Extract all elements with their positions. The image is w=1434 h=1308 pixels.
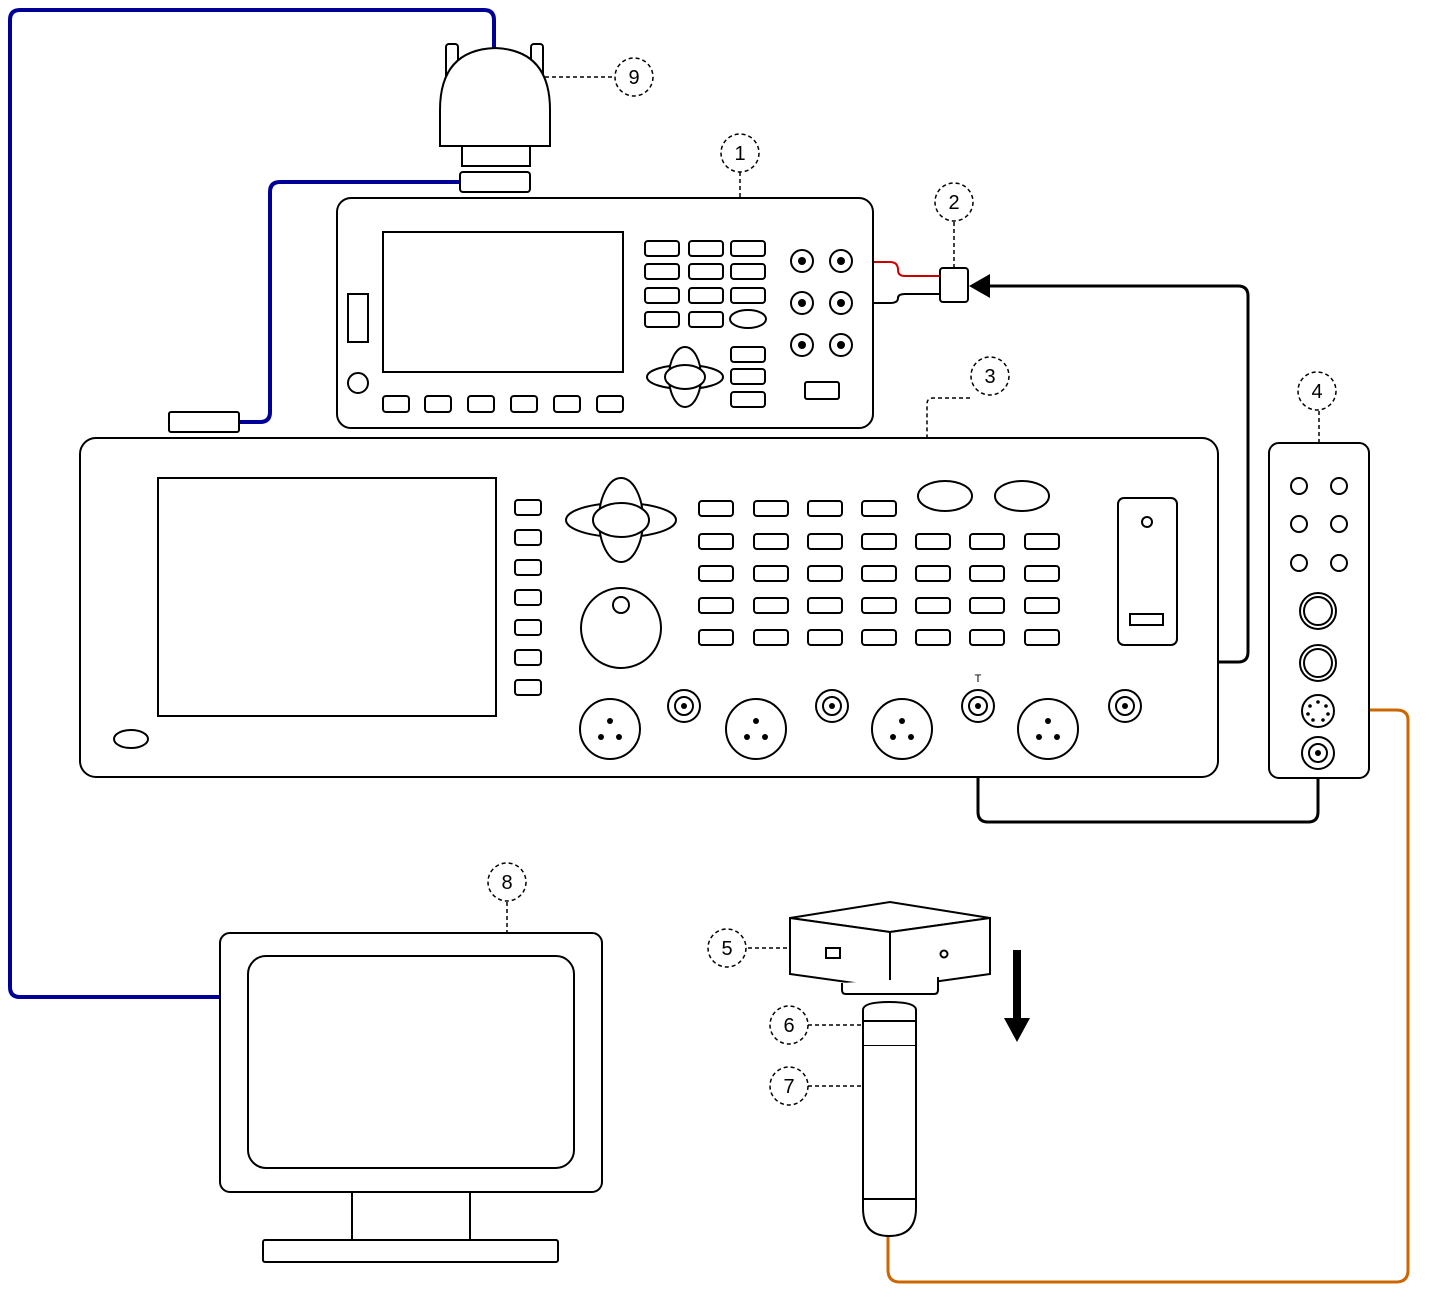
svg-text:6: 6 xyxy=(783,1015,794,1037)
orange-cable-mic-to-conditioner xyxy=(886,701,1410,1284)
monitor xyxy=(219,932,603,1263)
analyzer-side-keys xyxy=(514,499,542,696)
callout-3: 3 xyxy=(970,356,1010,396)
audio-analyzer: T xyxy=(79,411,1219,778)
analyzer-card-slot xyxy=(1117,497,1178,646)
shaker-block xyxy=(789,900,991,995)
svg-text:3: 3 xyxy=(984,366,995,388)
svg-text:2: 2 xyxy=(948,192,959,214)
camera-device xyxy=(439,43,551,193)
callout-8: 8 xyxy=(487,862,527,902)
callout-5: 5 xyxy=(707,928,747,968)
blue-cable-camera-to-monitor xyxy=(8,8,496,999)
analyzer-dpad xyxy=(565,477,677,563)
svg-text:9: 9 xyxy=(628,67,639,89)
generator-output-jacks xyxy=(790,249,853,357)
svg-text:5: 5 xyxy=(721,938,732,960)
callout-2: 2 xyxy=(934,182,974,222)
analyzer-bnc-connectors xyxy=(667,689,1142,723)
svg-text:8: 8 xyxy=(501,872,512,894)
microphone xyxy=(862,1000,917,1238)
analyzer-keypad xyxy=(698,480,1060,646)
conditioner-lemo-socket xyxy=(1301,694,1335,728)
analyzer-xlr-connectors xyxy=(579,698,1079,760)
callout-7: 7 xyxy=(769,1066,809,1106)
callout-1: 1 xyxy=(720,133,760,173)
trigger-label: T xyxy=(975,673,982,685)
down-arrow-icon xyxy=(1004,950,1030,1042)
svg-text:1: 1 xyxy=(734,143,745,165)
callout-6: 6 xyxy=(769,1005,809,1045)
callout-4: 4 xyxy=(1297,371,1337,411)
svg-text:4: 4 xyxy=(1311,381,1322,403)
signal-generator xyxy=(336,197,874,429)
splitter-adapter xyxy=(939,267,969,303)
analyzer-knob xyxy=(580,587,662,669)
svg-text:7: 7 xyxy=(783,1076,794,1098)
signal-conditioner xyxy=(1268,442,1370,779)
generator-dpad xyxy=(646,346,724,408)
red-cable-splitter-to-generator xyxy=(856,256,940,277)
blue-cable-camera-to-analyzer xyxy=(238,180,460,424)
black-cable-conditioner-to-trigger xyxy=(966,727,1320,824)
callout-9: 9 xyxy=(614,57,654,97)
generator-keypad xyxy=(644,240,767,408)
black-thin-cable-splitter-to-generator xyxy=(856,293,940,309)
generator-softkeys xyxy=(382,395,624,413)
